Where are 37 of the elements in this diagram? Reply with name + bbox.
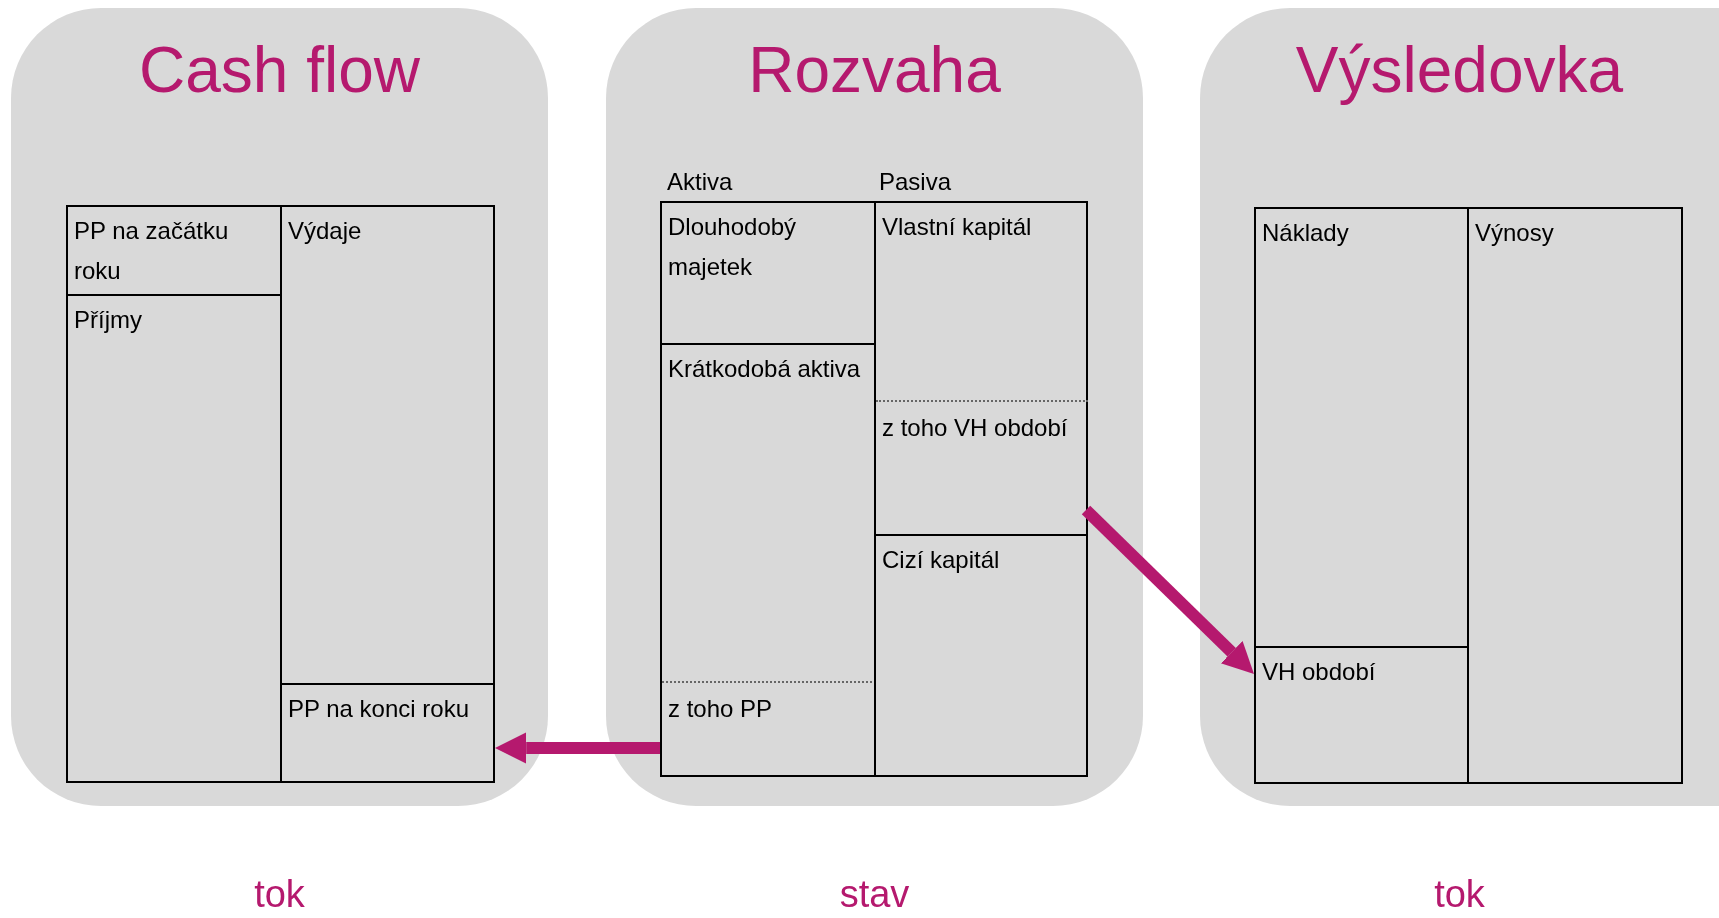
table-cell bbox=[280, 205, 495, 685]
table-cell bbox=[280, 683, 495, 783]
cell-label: PP na konci roku bbox=[288, 694, 470, 724]
cell-label: Vlastní kapitál bbox=[882, 212, 1033, 242]
table-cell bbox=[1254, 646, 1469, 784]
column-heading: Pasiva bbox=[879, 167, 952, 197]
cell-label: VH období bbox=[1262, 657, 1377, 687]
cell-label: Výdaje bbox=[288, 216, 363, 246]
cell-label: Výnosy bbox=[1475, 218, 1555, 248]
cell-label: Krátkodobá aktiva bbox=[668, 354, 862, 384]
column-heading: Aktiva bbox=[667, 167, 733, 197]
cell-label: z toho PP bbox=[668, 694, 774, 724]
table-cell bbox=[660, 343, 876, 777]
table-cell bbox=[1467, 207, 1683, 784]
arrow bbox=[495, 732, 660, 764]
statement-panel bbox=[606, 8, 1143, 806]
panel-caption: stav bbox=[838, 872, 911, 916]
panel-title: Cash flow bbox=[138, 33, 421, 108]
table-cell bbox=[1254, 207, 1469, 648]
table-cell bbox=[874, 534, 1088, 777]
cell-label: Náklady bbox=[1262, 218, 1350, 248]
arrow bbox=[1081, 505, 1254, 674]
panel-caption: tok bbox=[1433, 872, 1486, 916]
panel-title: Výsledovka bbox=[1294, 33, 1625, 108]
statement-panel bbox=[11, 8, 548, 806]
panel-title: Rozvaha bbox=[747, 33, 1002, 108]
table-cell bbox=[660, 201, 876, 345]
panel-caption: tok bbox=[253, 872, 306, 916]
statement-panel bbox=[1200, 8, 1719, 806]
table-cell bbox=[66, 205, 282, 296]
table-cell bbox=[874, 201, 1088, 536]
cell-label: Cizí kapitál bbox=[882, 545, 1001, 575]
cell-label: Příjmy bbox=[74, 305, 143, 335]
cell-label: Dlouhodobý majetek bbox=[668, 212, 798, 282]
table-cell bbox=[66, 294, 282, 783]
cell-label: PP na začátku roku bbox=[74, 216, 230, 286]
cell-label: z toho VH období bbox=[882, 413, 1069, 443]
